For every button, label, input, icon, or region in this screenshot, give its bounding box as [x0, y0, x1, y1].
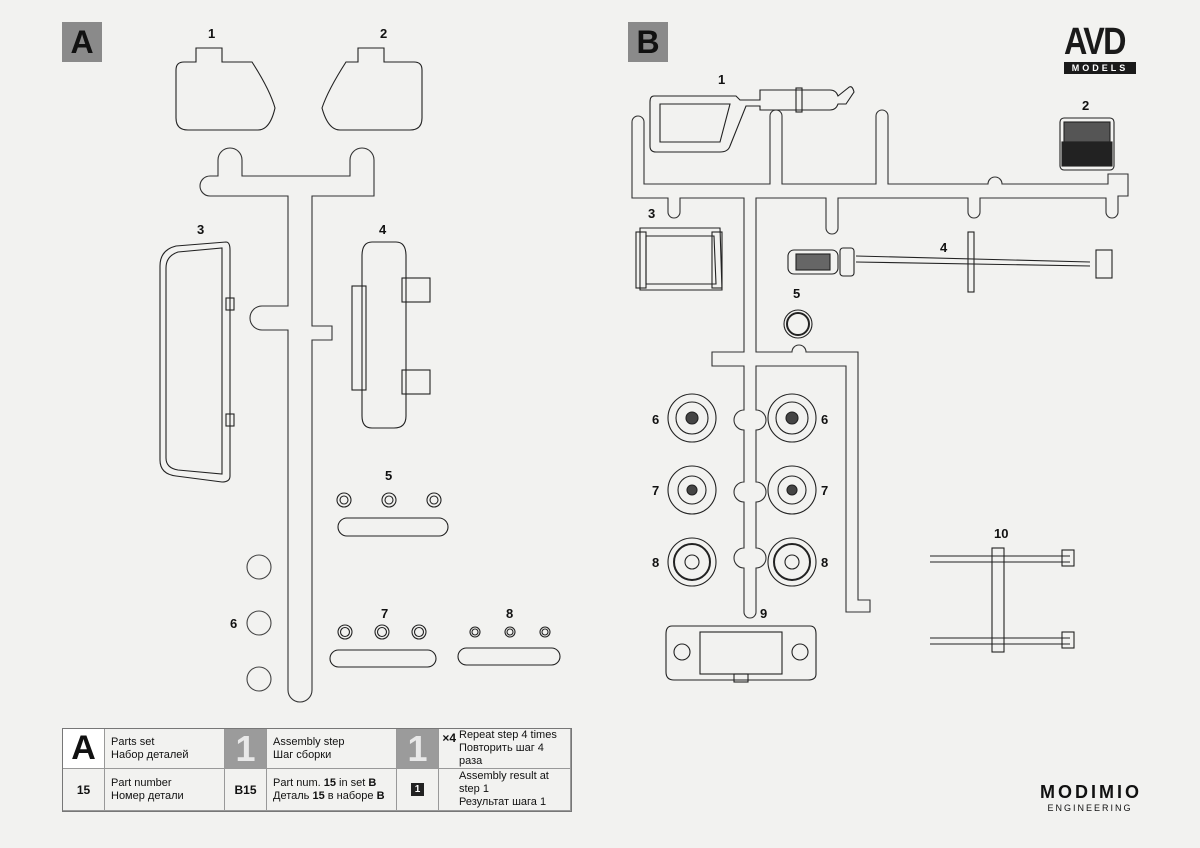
avd-models-logo: AVD MODELS — [1064, 22, 1136, 74]
label-b8-right: 8 — [821, 555, 828, 570]
label-b7-right: 7 — [821, 483, 828, 498]
legend-part-in-set-ru: Деталь 15 в наборе B — [273, 789, 385, 802]
legend-result-symbol: 1 — [397, 769, 439, 811]
modimio-logo-sub: ENGINEERING — [1047, 803, 1133, 813]
label-a4: 4 — [379, 222, 387, 237]
legend-step-symbol: 1 — [225, 727, 267, 769]
avd-logo-sub: MODELS — [1064, 62, 1136, 74]
part-b1-exhaust — [649, 86, 855, 153]
part-a4-glass — [351, 241, 431, 429]
label-a2: 2 — [380, 26, 387, 41]
sprue-a-badge: A — [62, 22, 102, 62]
part-a2-mirror — [321, 47, 423, 131]
part-a6-circles — [246, 554, 272, 692]
label-b6-right: 6 — [821, 412, 828, 427]
label-a1: 1 — [208, 26, 215, 41]
part-b3-frame — [635, 227, 723, 291]
legend-repeat-en: Repeat step 4 times — [459, 729, 557, 741]
legend-parts-set-en: Parts set — [111, 735, 155, 748]
legend-repeat-number: 1 — [407, 727, 428, 769]
label-b3: 3 — [648, 206, 655, 221]
legend-part-number-en: Part number — [111, 776, 172, 789]
label-b4: 4 — [940, 240, 948, 255]
part-b-wheels — [667, 393, 817, 587]
label-b7-left: 7 — [652, 483, 659, 498]
avd-logo-main: AVD — [1064, 21, 1126, 63]
legend-step-text: Assembly step Шаг сборки — [267, 729, 397, 769]
legend-part-in-set-symbol: B15 — [225, 769, 267, 811]
legend-parts-set-symbol: A — [63, 729, 105, 769]
part-b10-bracket — [930, 547, 1075, 653]
part-a5-lenses — [336, 492, 449, 537]
legend-part-number-ru: Номер детали — [111, 789, 184, 802]
sprue-b-badge: B — [628, 22, 668, 62]
part-a8-lenses — [457, 626, 561, 666]
part-labels: 1 2 3 4 5 6 7 8 1 2 3 4 5 6 6 7 7 8 8 9 … — [197, 26, 1089, 631]
legend-result-number: 1 — [411, 783, 424, 796]
legend-part-number-text: Part number Номер детали — [105, 769, 225, 811]
label-b2: 2 — [1082, 98, 1089, 113]
label-a3: 3 — [197, 222, 204, 237]
legend-repeat-symbol: 1 ×4 — [397, 727, 456, 769]
legend-result-ru: Результат шага 1 — [459, 796, 547, 808]
legend-result-en: Assembly result at step 1 — [459, 770, 549, 795]
modimio-logo-main: MODIMIO — [1040, 782, 1142, 802]
part-b2-radiator — [1059, 117, 1115, 171]
label-b8-left: 8 — [652, 555, 659, 570]
part-a1-mirror — [175, 47, 276, 131]
legend-repeat-ru: Повторить шаг 4 раза — [459, 742, 544, 767]
part-b9-grille — [665, 625, 817, 683]
part-a7-lenses — [329, 624, 437, 668]
label-a6: 6 — [230, 616, 237, 631]
sprue-a-frame — [199, 147, 375, 703]
legend-part-in-set-text: Part num. 15 in set B Деталь 15 в наборе… — [267, 769, 397, 811]
legend-step-number: 1 — [235, 727, 256, 769]
legend-part-number-symbol: 15 — [63, 769, 105, 811]
legend-result-text: Assembly result at step 1 Результат шага… — [439, 769, 571, 811]
label-b10: 10 — [994, 526, 1008, 541]
part-a3-windshield — [159, 241, 235, 483]
label-a5: 5 — [385, 468, 392, 483]
legend-parts-set-ru: Набор деталей — [111, 748, 189, 761]
legend-step-en: Assembly step — [273, 735, 345, 748]
legend-parts-set-text: Parts set Набор деталей — [105, 729, 225, 769]
modimio-logo: MODIMIO ENGINEERING — [1040, 782, 1140, 813]
part-b5-ring — [783, 309, 813, 339]
legend-table: A Parts set Набор деталей 1 Assembly ste… — [62, 728, 572, 812]
legend-repeat-text: Repeat step 4 times Повторить шаг 4 раза — [439, 729, 571, 769]
label-b5: 5 — [793, 286, 800, 301]
label-a8: 8 — [506, 606, 513, 621]
label-b6-left: 6 — [652, 412, 659, 427]
legend-part-in-set-en: Part num. 15 in set B — [273, 776, 377, 789]
label-b1: 1 — [718, 72, 725, 87]
legend-step-ru: Шаг сборки — [273, 748, 332, 761]
label-b9: 9 — [760, 606, 767, 621]
legend-repeat-multiplier: ×4 — [442, 731, 456, 745]
part-b4-driveshaft — [787, 231, 1113, 293]
label-a7: 7 — [381, 606, 388, 621]
sprue-b-frame — [631, 109, 1129, 619]
